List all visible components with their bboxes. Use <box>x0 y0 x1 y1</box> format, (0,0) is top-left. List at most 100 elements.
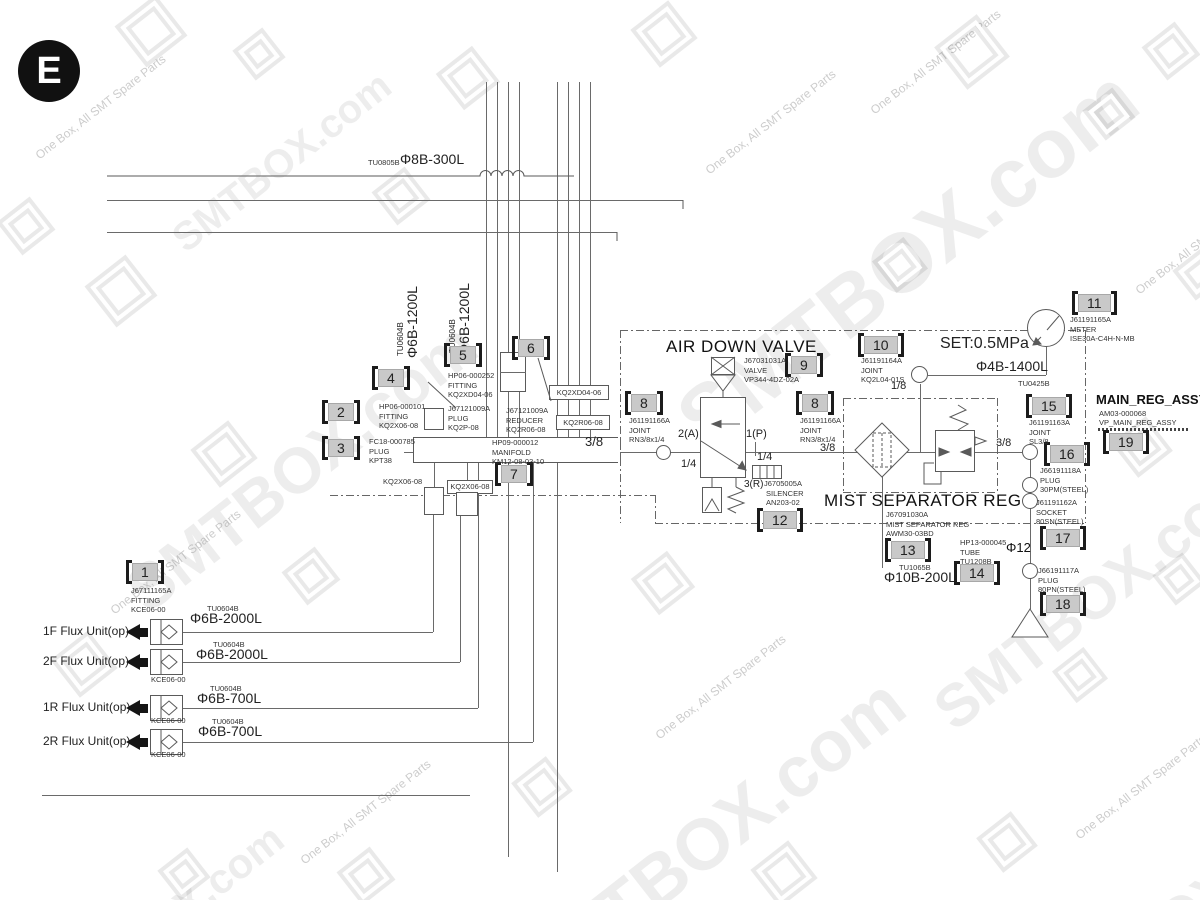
tube-code: TU0805B <box>368 158 400 167</box>
filter-hatch <box>710 356 736 376</box>
part-model: RN3/8x1/4 <box>800 435 836 444</box>
flow-arrow-tail <box>140 628 148 637</box>
plug-circle <box>1022 477 1038 493</box>
tube-code: TU0425B <box>1018 379 1050 388</box>
assy-boundary <box>620 330 621 523</box>
joint-circle <box>911 366 928 383</box>
flux-unit-label-1f: 1F Flux Unit(op) <box>43 624 130 638</box>
part-label-8b: J61191166A JOINT RN3/8x1/4 <box>800 416 841 445</box>
bracket-icon <box>816 353 823 377</box>
callout-14: 14 <box>954 561 1000 585</box>
port-label: 3(R) <box>744 479 764 490</box>
pipe-line <box>497 82 498 437</box>
pipe-line <box>590 82 591 437</box>
callout-15: 15 <box>1026 394 1072 418</box>
meter-needle <box>1046 315 1060 331</box>
coupling-check-diamond <box>160 734 178 750</box>
part-number: HP13-000045 <box>960 538 1007 547</box>
bore-label: 3/8 <box>996 437 1012 449</box>
part-number: J6705005A <box>764 479 802 488</box>
bracket-icon <box>353 400 360 424</box>
part-model: 30PM(STEEL) <box>1040 485 1089 494</box>
bracket-icon <box>1083 442 1090 466</box>
flow-arrow-icon <box>126 624 140 640</box>
part-model: KQ2R06-08 <box>506 425 546 434</box>
callout-number: 19 <box>1109 433 1143 451</box>
fitting-label: KQ2R06-08 <box>563 418 603 427</box>
pipe-line <box>42 795 470 796</box>
bore-label: 3/8 <box>820 442 836 454</box>
bracket-icon <box>897 333 904 357</box>
fitting-label-box: KQ2XD04-06 <box>549 385 609 400</box>
callout-number: 16 <box>1050 445 1084 463</box>
callout-2: 2 <box>322 400 360 424</box>
callout-number: 6 <box>518 339 544 357</box>
part-label-3: FC18-000785 PLUG KPT38 <box>369 437 415 466</box>
coupling-check-diamond <box>160 654 178 670</box>
bracket-icon <box>1040 592 1046 616</box>
silencer-hatch <box>759 466 775 478</box>
bracket-icon <box>924 538 931 562</box>
callout-10: 10 <box>858 333 904 357</box>
pipe-line <box>557 82 558 437</box>
assy-boundary <box>655 495 656 523</box>
callout-18: 18 <box>1040 592 1086 616</box>
pipe-line <box>508 463 509 857</box>
flux-riser-line <box>533 463 534 742</box>
tube-size: Φ12 <box>1006 540 1031 555</box>
callout-number: 15 <box>1032 397 1066 415</box>
callout-11: 11 <box>1072 291 1117 315</box>
part-name: PLUG <box>1040 475 1061 485</box>
regulator-feedback-loop <box>923 462 942 485</box>
part-label-11: J61191165A METER ISE30A-C4H-N-MB <box>1070 315 1135 344</box>
callout-number: 10 <box>864 336 898 354</box>
part-label-10: J61191164A JOINT KQ2L04-01S <box>861 356 904 385</box>
valve-flow-arrowhead <box>710 419 722 429</box>
flux-line <box>183 708 478 709</box>
assy-boundary <box>620 330 1085 331</box>
filter-funnel <box>710 374 736 397</box>
part-name: JOINT <box>1029 427 1051 437</box>
part-label-13: J67091030A MIST SEPARATOR REG AWM30-03BD <box>886 510 969 539</box>
part-number: J61191166A <box>629 416 671 425</box>
callout-19: 19 <box>1103 430 1149 454</box>
fitting-label: KCE06-00 <box>151 675 186 684</box>
fitting-stub-line <box>434 463 435 487</box>
part-name: PLUG <box>448 413 469 423</box>
bracket-icon <box>157 560 164 584</box>
part-model: KQ2L04-01S <box>861 375 905 384</box>
callout-number: 9 <box>791 356 817 374</box>
bracket-icon <box>526 462 533 486</box>
callout-number: 7 <box>501 465 527 483</box>
part-number: J61191165A <box>1070 315 1112 324</box>
valve-body <box>700 397 746 478</box>
part-model: VP344-4DZ-02A <box>744 375 800 384</box>
joint-circle <box>1022 444 1038 460</box>
bore-label: 1/4 <box>757 451 773 463</box>
joint-circle <box>656 445 671 460</box>
callout-17: 17 <box>1040 526 1086 550</box>
part-label-18: J66191117A PLUG 80PN(STEEL) <box>1038 566 1086 595</box>
solenoid <box>702 487 722 513</box>
callout-13: 13 <box>885 538 931 562</box>
flux-line <box>183 742 533 743</box>
callout-7: 7 <box>495 462 533 486</box>
flux-unit-label-1r: 1R Flux Unit(op) <box>43 700 131 714</box>
part-number: HP06-000252 <box>448 371 495 380</box>
port-label: 2(A) <box>678 428 699 440</box>
part-label-9: J67031031A VALVE VP344-4DZ-02A <box>744 356 799 385</box>
bracket-icon <box>1142 430 1149 454</box>
bore-label: 1/4 <box>681 458 697 470</box>
part-number: J61191163A <box>1029 418 1071 427</box>
callout-number: 12 <box>763 511 797 529</box>
bracket-icon <box>475 343 482 367</box>
tube-code: TU0604B <box>213 640 245 649</box>
tube-code: TU1065B <box>899 563 931 572</box>
part-number: J66191118A <box>1040 466 1082 475</box>
bore-label: 1/8 <box>891 380 907 392</box>
bracket-icon <box>1026 394 1032 418</box>
callout-8b: 8 <box>796 391 834 415</box>
valve-exhaust-arrowhead <box>737 460 747 471</box>
part-model: TU1208B <box>960 557 992 566</box>
regulator-arrow <box>938 447 951 457</box>
